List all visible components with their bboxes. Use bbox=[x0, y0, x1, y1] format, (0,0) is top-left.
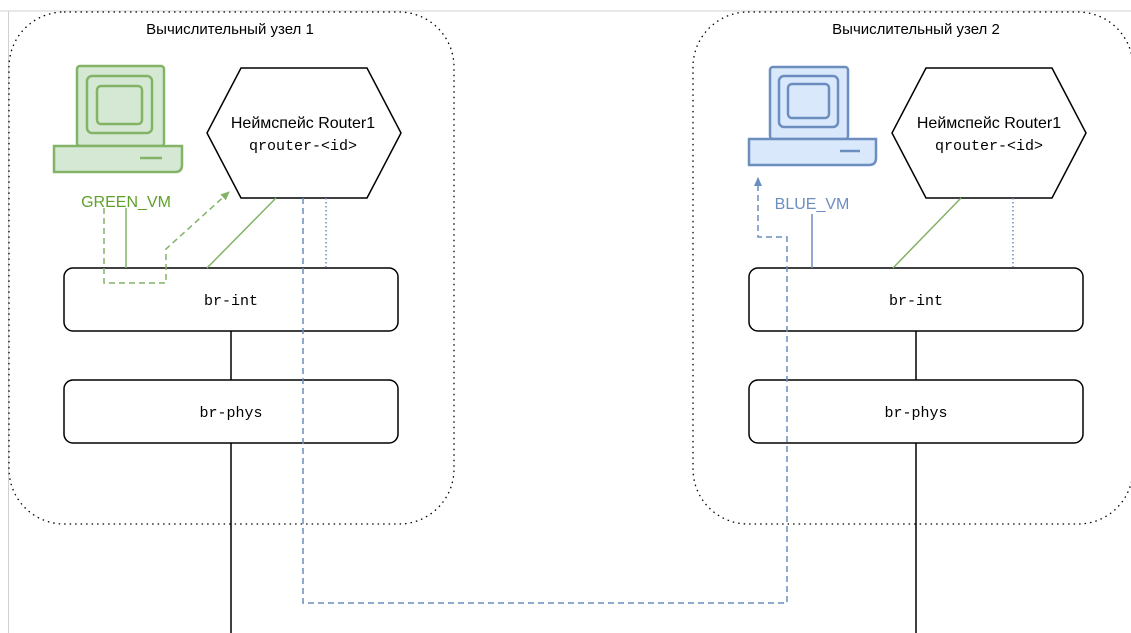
br-phys-label-node2: br-phys bbox=[884, 405, 947, 422]
router1-to-br-int-link bbox=[206, 197, 277, 269]
router2-namespace-hexagon bbox=[891, 67, 1087, 199]
router1-namespace-title: Неймспейс Router1 bbox=[231, 115, 375, 132]
compute-node-1-title: Вычислительный узел 1 bbox=[146, 21, 314, 38]
compute-node-1-container bbox=[8, 11, 455, 525]
router2-to-br-int-link bbox=[892, 197, 962, 269]
router2-namespace-title: Неймспейс Router1 bbox=[917, 115, 1061, 132]
br-phys-label: br-phys bbox=[199, 405, 262, 422]
green-vm-label: GREEN_VM bbox=[81, 194, 171, 211]
green-vm-computer-icon bbox=[52, 64, 184, 174]
blue-traffic-path-arrow bbox=[302, 177, 788, 604]
compute-node-2-container bbox=[692, 11, 1131, 525]
br-int-label: br-int bbox=[204, 293, 258, 310]
green-traffic-path-arrow bbox=[103, 191, 230, 284]
blue-vm-computer-icon bbox=[747, 65, 878, 167]
router1-namespace-hexagon bbox=[206, 67, 402, 199]
blue-vm-label: BLUE_VM bbox=[775, 196, 850, 213]
compute-node-2-title: Вычислительный узел 2 bbox=[832, 21, 1000, 38]
router1-namespace-id: qrouter-<id> bbox=[249, 138, 357, 155]
router2-namespace-id: qrouter-<id> bbox=[935, 138, 1043, 155]
br-int-label-node2: br-int bbox=[889, 293, 943, 310]
